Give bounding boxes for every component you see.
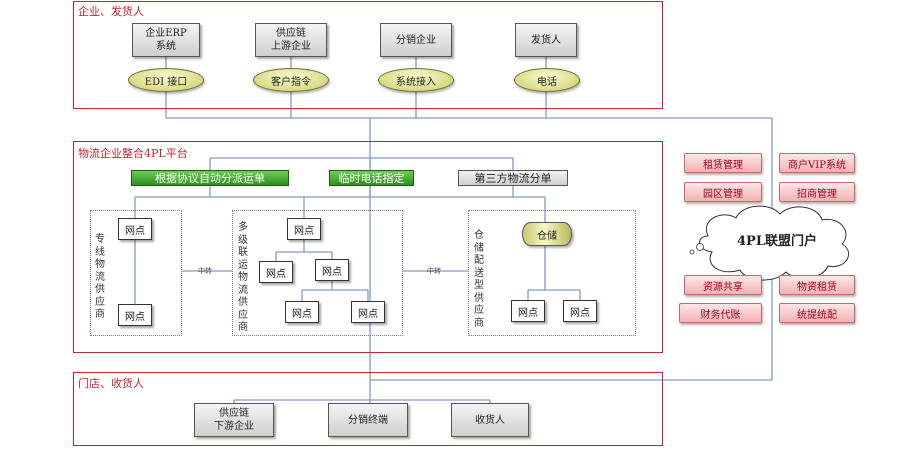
dedicated-provider-group [90,210,182,336]
lease-management-button[interactable]: 租赁管理 [684,153,762,173]
merchant-vip-button[interactable]: 商户VIP系统 [779,153,855,173]
node-multilevel-middle: 网点 [315,259,349,281]
section-platform: 物流企业整合4PL平台 [73,141,663,353]
system-access-oval: 系统接入 [378,68,454,92]
auto-dispatch-bar: 根据协议自动分派运单 [131,170,289,186]
multilevel-provider-group [232,210,403,336]
resource-sharing-button[interactable]: 资源共享 [684,275,762,295]
shipper-box: 发货人 [515,23,577,57]
transfer-label-right: 中转 [427,267,441,275]
section-platform-title: 物流企业整合4PL平台 [78,147,188,160]
node-dedicated-bottom: 网点 [118,304,152,326]
node-multilevel-bottom-right: 网点 [351,301,385,323]
4pl-portal-label[interactable]: 4PL联盟门户 [737,234,817,249]
investment-management-button[interactable]: 招商管理 [779,182,855,202]
unified-distribution-button[interactable]: 统提统配 [779,303,855,323]
section-shippers: 企业、发货人 [73,1,663,109]
section-shippers-title: 企业、发货人 [78,5,144,18]
transfer-label-left: 中转 [198,267,212,275]
customer-order-oval: 客户指令 [253,68,329,92]
upstream-enterprise-box: 供应链 上游企业 [255,23,327,57]
multilevel-provider-label: 多 级 联 运 物 流 供 应 商 [238,222,248,333]
distribution-terminal-box: 分销终端 [328,403,408,437]
node-warehouse-right: 网点 [563,300,597,322]
node-warehouse-left: 网点 [511,300,545,322]
section-receivers: 门店、收货人 [73,372,663,446]
warehouse-cylinder: 仓储 [522,222,572,246]
erp-system-box: 企业ERP 系统 [132,23,200,57]
receiver-box: 收货人 [451,403,529,437]
material-leasing-button[interactable]: 物资租赁 [779,275,855,295]
node-multilevel-bottom-left: 网点 [285,301,319,323]
node-multilevel-left: 网点 [259,261,293,283]
dedicated-provider-label: 专 线 物 流 供 应 商 [95,234,105,320]
downstream-enterprise-box: 供应链 下游企业 [194,403,274,437]
warehouse-provider-group [468,210,636,336]
third-party-split-bar: 第三方物流分单 [458,170,568,186]
finance-bookkeeping-button[interactable]: 财务代账 [679,303,762,323]
node-multilevel-top: 网点 [287,218,321,240]
phone-assign-bar: 临时电话指定 [329,170,414,186]
phone-oval: 电话 [514,68,580,92]
node-dedicated-top: 网点 [118,218,152,240]
edi-interface-oval: EDI 接口 [128,68,204,92]
portal-cloud-shape [699,205,849,281]
distribution-enterprise-box: 分销企业 [380,23,452,57]
section-receivers-title: 门店、收货人 [78,377,144,390]
park-management-button[interactable]: 园区管理 [684,182,762,202]
warehouse-provider-label: 仓 储 配 送 型 供 应 商 [474,230,484,329]
